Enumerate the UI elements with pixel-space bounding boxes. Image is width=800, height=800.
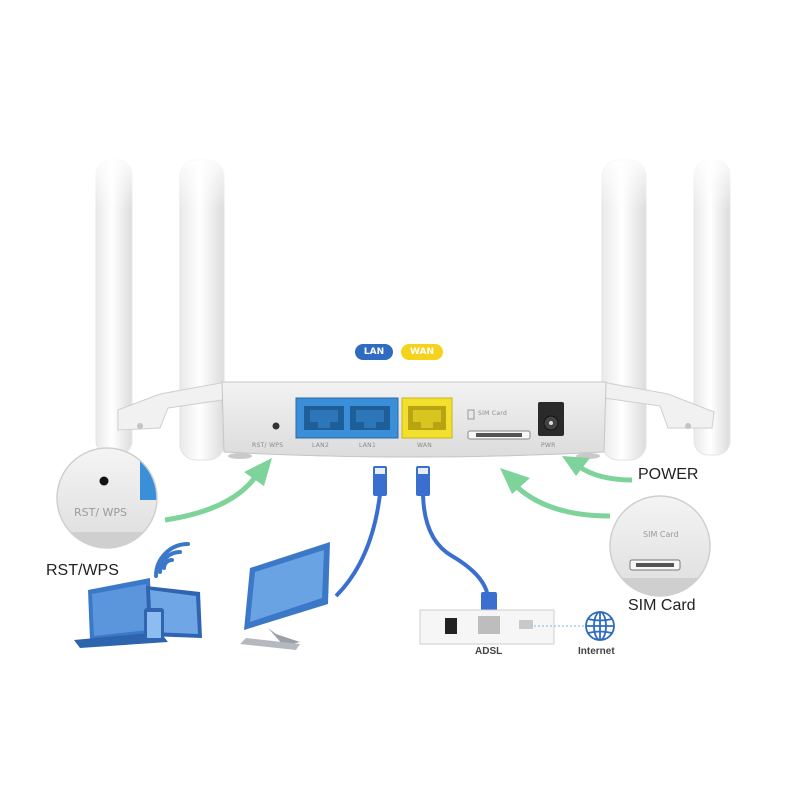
lan2-port-label: LAN2: [312, 442, 330, 449]
sim-card-slot[interactable]: [467, 409, 531, 440]
zoom-rst-wps: [56, 447, 158, 549]
lan2-port[interactable]: [304, 406, 344, 430]
wan-cable: [416, 466, 497, 618]
rst-wps-port-label: RST/ WPS: [252, 442, 284, 449]
wan-tag: WAN: [401, 344, 443, 360]
sim-card-port-label: SIM Card: [478, 410, 508, 417]
internet-label: Internet: [578, 646, 615, 657]
zoom-sim-card: [609, 495, 711, 597]
power-jack[interactable]: [538, 402, 564, 436]
globe-icon: [585, 611, 615, 641]
wan-port-label: WAN: [417, 442, 433, 449]
sim-card-callout: SIM Card: [628, 597, 696, 614]
power-callout: POWER: [638, 466, 699, 483]
reset-pinhole[interactable]: [272, 422, 280, 430]
phone-icon: [144, 608, 164, 642]
adsl-label: ADSL: [475, 646, 503, 657]
lan1-port-label: LAN1: [359, 442, 377, 449]
wifi-icon: [154, 542, 190, 578]
zoom-sim-card-label: SIM Card: [643, 530, 679, 539]
lan-tag: LAN: [355, 344, 393, 360]
arrow-sim-card: [500, 468, 611, 519]
wan-port[interactable]: [401, 397, 453, 439]
monitor-icon: [240, 542, 330, 650]
pwr-port-label: PWR: [541, 442, 556, 449]
lan1-port[interactable]: [350, 406, 390, 430]
arrow-rst-wps: [164, 458, 272, 523]
rst-wps-callout: RST/WPS: [46, 562, 119, 579]
adsl-modem: [419, 609, 555, 645]
zoom-rst-wps-label: RST/ WPS: [74, 506, 128, 519]
arrow-power: [562, 456, 633, 483]
zoom-reset-pinhole: [99, 476, 109, 486]
lan-cable: [334, 466, 387, 598]
lan-port-group: [295, 397, 399, 439]
